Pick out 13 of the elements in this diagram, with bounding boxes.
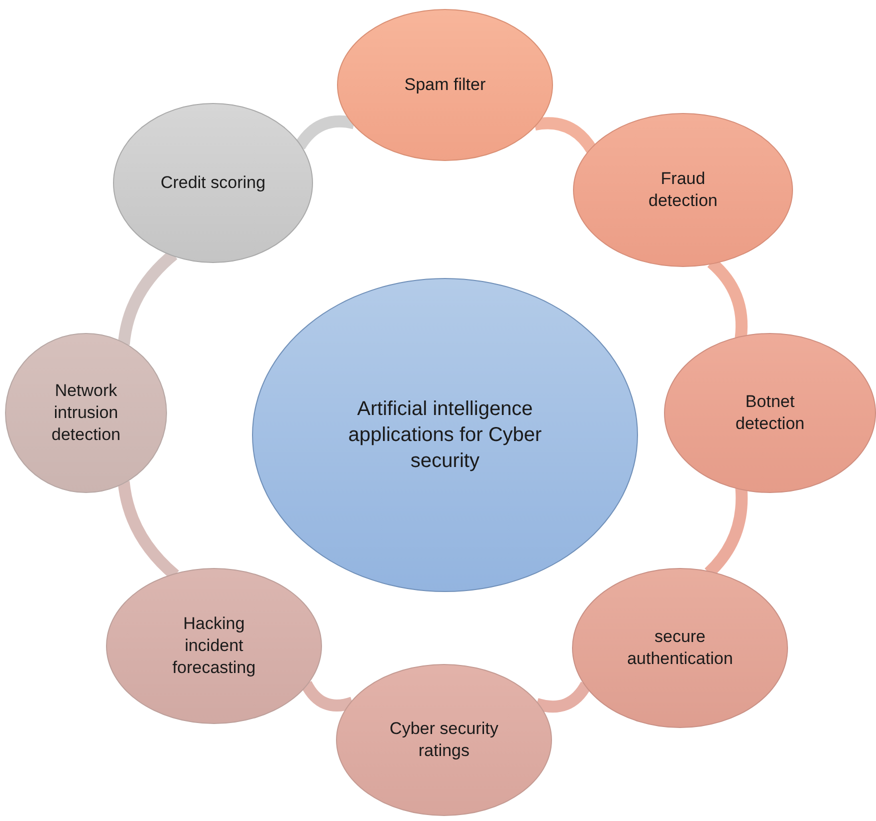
- node-label: Fraud detection: [648, 168, 718, 212]
- ring-connector: [534, 117, 597, 154]
- ring-connector: [535, 681, 592, 713]
- ring-connector: [300, 680, 354, 712]
- node-label: Cyber security ratings: [388, 718, 500, 762]
- node-label: Network intrusion detection: [50, 380, 122, 446]
- title-text: Artificial intelligence applications for Cyber security: [347, 397, 543, 474]
- node-label: Hacking incident forecasting: [171, 612, 257, 680]
- node-label: secure authentication: [626, 626, 734, 670]
- node-label: Credit scoring: [160, 172, 266, 194]
- node-label: Spam filter: [404, 74, 486, 96]
- node-label: Botnet detection: [734, 390, 806, 435]
- ring-connector: [294, 115, 356, 150]
